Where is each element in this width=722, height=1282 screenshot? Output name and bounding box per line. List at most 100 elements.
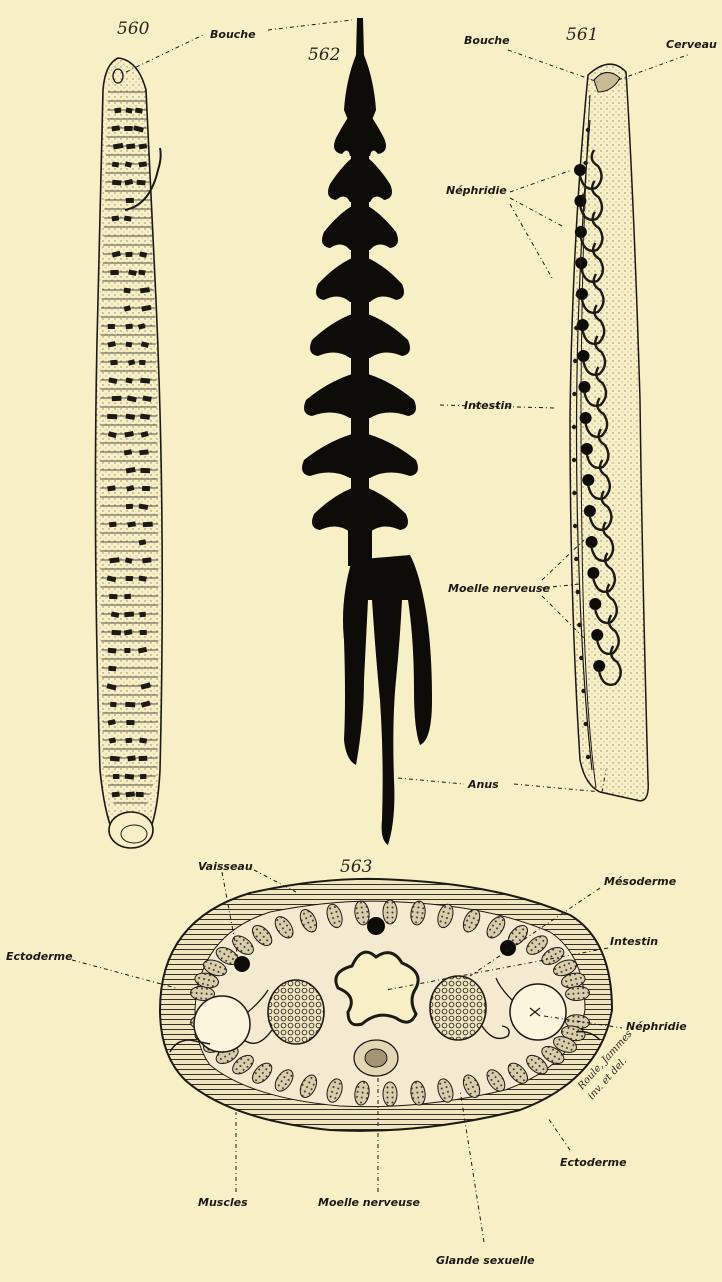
pigment-spot (112, 396, 122, 401)
intestinal-ceca (302, 112, 418, 566)
pigment-spot (108, 324, 115, 329)
nephridium-vesicle (586, 536, 598, 548)
label-ectoderme-left: Ectoderme (6, 950, 73, 963)
pigment-spot (113, 774, 119, 779)
nephridium-vesicle (575, 257, 587, 269)
pigment-spot (126, 504, 133, 509)
label-ectoderme-right: Ectoderme (560, 1156, 627, 1169)
pigment-spot (124, 288, 131, 294)
cecum-lobe (316, 258, 404, 302)
pigment-spot (112, 791, 120, 797)
nerve-ganglion (573, 524, 577, 528)
nerve-ganglion (575, 590, 579, 594)
label-nephridie-561: Néphridie (446, 184, 507, 197)
pigment-spot (110, 360, 117, 366)
pigment-spot (112, 180, 121, 186)
pigment-spot (139, 449, 148, 455)
nerve-ganglion (572, 425, 576, 429)
pigment-spot (126, 576, 133, 581)
pigment-spot (139, 360, 145, 365)
dorsal-vessel (367, 917, 385, 935)
nerve-ganglion (586, 128, 590, 132)
nerve-ganglion (581, 689, 585, 693)
pigment-spot (126, 198, 134, 203)
figure-561-lateral-view: 561 (566, 25, 648, 801)
pigment-spot (107, 485, 116, 491)
pigment-spot (125, 702, 135, 707)
label-muscles: Muscles (198, 1196, 248, 1209)
pigment-spot (108, 666, 116, 672)
pigment-spot (108, 648, 117, 654)
label-glande-sexuelle: Glande sexuelle (436, 1254, 535, 1267)
cecum-lobe (322, 206, 398, 250)
nephridium-vesicle (591, 629, 603, 641)
label-mesoderme: Mésoderme (604, 875, 677, 888)
figure-number-563: 563 (340, 857, 372, 877)
pigment-spot (124, 594, 131, 599)
nephridium-vesicle (574, 164, 586, 176)
pigment-spot (143, 522, 153, 528)
pigment-spot (126, 143, 135, 149)
label-intestin-563: Intestin (610, 935, 658, 948)
pigment-spot (140, 774, 147, 779)
cecum-lobe (310, 314, 410, 358)
label-anus: Anus (467, 778, 499, 791)
pigment-spot (139, 612, 146, 617)
pigment-spot (125, 774, 135, 780)
label-moelle-561: Moelle nerveuse (448, 582, 551, 595)
figure-560-leech: 560 (95, 19, 162, 848)
nephridium-vesicle (582, 474, 594, 486)
pigment-spot (111, 630, 121, 636)
nerve-ganglion (572, 392, 576, 396)
pigment-spot (114, 108, 121, 114)
pigment-spot (109, 594, 117, 599)
nerve-ganglion (579, 227, 583, 231)
label-nephridie-563: Néphridie (626, 1020, 687, 1033)
pigment-spot (112, 215, 120, 221)
nephridium-vesicle (593, 660, 605, 672)
nephridium-vesicle (581, 443, 593, 455)
pigment-spot (124, 216, 132, 222)
cecum-lobe (328, 158, 392, 202)
nephridium-vesicle (578, 381, 590, 393)
nephridium-vesicle (580, 412, 592, 424)
pigment-spot (142, 557, 151, 563)
cecum-lobe (304, 374, 416, 418)
label-bouche-561: Bouche (464, 34, 510, 47)
pigment-spot (136, 792, 144, 797)
nerve-ganglion (574, 557, 578, 561)
nerve-ganglion (577, 623, 581, 627)
pigment-spot (124, 611, 134, 617)
pigment-spot (110, 270, 118, 275)
figure-563-cross-section: 563 Roule, Jammes (160, 857, 635, 1131)
pigment-spot (135, 108, 143, 114)
pigment-spot (138, 270, 145, 276)
pigment-spot (125, 738, 132, 744)
pigment-spot (126, 791, 135, 797)
pigment-spot (142, 486, 150, 491)
figure-number-562: 562 (308, 45, 340, 65)
nerve-ganglion (583, 722, 587, 726)
nephridium-vesicle (587, 567, 599, 579)
nerve-ganglion (581, 194, 585, 198)
nerve-ganglion (579, 656, 583, 660)
cecum-lobe (312, 488, 408, 532)
figure-number-560: 560 (117, 19, 150, 39)
pigment-spot (126, 342, 133, 348)
pigment-spot (125, 324, 132, 330)
pharynx (344, 18, 376, 120)
nephridium-vesicle (578, 350, 590, 362)
pigment-spot (110, 702, 117, 707)
nerve-ganglion (574, 326, 578, 330)
cecum-lobe (302, 434, 418, 478)
pigment-spot (112, 162, 119, 168)
figure-number-561: 561 (566, 25, 598, 45)
muscle-bundle (383, 1082, 397, 1106)
pigment-spot (139, 756, 148, 761)
pigment-spot (127, 755, 135, 761)
pigment-spot (126, 720, 134, 725)
nerve-cord-section (354, 1040, 398, 1076)
nephridium-vesicle (584, 505, 596, 517)
pigment-spot (140, 468, 150, 473)
